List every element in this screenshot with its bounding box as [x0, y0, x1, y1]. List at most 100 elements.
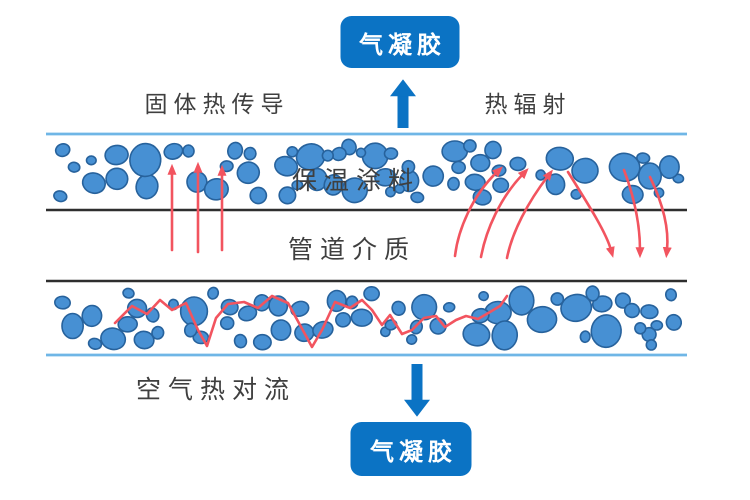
label-air-convection: 空气热对流 — [135, 375, 297, 404]
aerogel-particle — [253, 294, 271, 312]
aerogel-particle — [636, 152, 651, 164]
aerogel-particle — [492, 177, 510, 194]
aerogel-particle — [53, 190, 68, 203]
aerogel-particle — [470, 153, 491, 173]
aerogel-particle — [509, 156, 527, 172]
aerogel-particle — [664, 288, 678, 302]
aerogel-particle — [550, 292, 565, 306]
label-insulation-coating: 保温涂料 — [291, 166, 421, 195]
aerogel-particle — [447, 176, 460, 191]
aerogel-particle — [391, 300, 406, 316]
aerogel-particle — [645, 338, 658, 351]
aerogel-particle — [608, 152, 641, 183]
aerogel-particle — [451, 160, 466, 175]
aerogel-particle — [133, 330, 155, 350]
aerogel-particle — [67, 161, 81, 173]
aerogel-particle — [614, 292, 632, 309]
convection-wavy-line — [113, 294, 509, 349]
aerogel-particle — [207, 286, 220, 300]
aerogel-particle — [233, 333, 248, 349]
aerogel-particle — [484, 140, 502, 160]
aerogel-particle — [219, 316, 235, 331]
aerogel-particle — [478, 290, 489, 302]
radiation-down-arrow — [648, 175, 672, 259]
aerogel-particle — [278, 186, 297, 205]
aerogel-particle — [100, 327, 127, 351]
aerogel-particle — [61, 312, 85, 340]
aerogel-particle — [104, 144, 129, 166]
aerogel-particle — [54, 295, 71, 310]
aerogel-particle — [591, 295, 613, 313]
aerogel-particle — [650, 319, 664, 331]
aerogel-box-bottom: 气凝胶 — [350, 422, 472, 476]
aerogel-particle — [335, 311, 352, 328]
aerogel-particle — [122, 287, 135, 299]
label-solid-conduction: 固体热传导 — [144, 92, 290, 118]
aerogel-particle — [560, 293, 593, 323]
aerogel-particle — [341, 177, 368, 204]
aerogel-particle — [665, 313, 683, 331]
aerogel-particle — [401, 159, 416, 175]
aerogel-particle — [350, 308, 373, 327]
aerogel-particle — [323, 174, 344, 196]
heat-paths — [113, 79, 672, 417]
aerogel-particle — [590, 314, 622, 349]
aerogel-particle — [183, 322, 198, 338]
aerogel-box-bottom-label: 气凝胶 — [370, 437, 457, 466]
aerogel-particle — [286, 145, 299, 158]
aerogel-particle — [220, 298, 239, 316]
aerogel-particle — [545, 146, 575, 171]
aerogel-particle — [384, 186, 397, 198]
aerogel-particle — [406, 334, 418, 345]
aerogel-particle — [249, 186, 268, 205]
aerogel-particle — [326, 289, 347, 313]
radiation-up-arrow — [479, 168, 529, 259]
aerogel-particle — [463, 139, 477, 153]
label-pipe-medium: 管道介质 — [287, 235, 417, 264]
aerogel-particle — [252, 333, 272, 351]
label-thermal-radiation: 热辐射 — [484, 92, 572, 118]
aerogel-particle — [634, 322, 647, 335]
aerogel-particle — [227, 141, 244, 160]
aerogel-particle — [163, 142, 184, 160]
aerogel-particle — [442, 301, 456, 313]
aerogel-particle — [508, 285, 535, 316]
aerogel-particle — [219, 160, 234, 173]
aerogel-particle — [491, 320, 519, 351]
aerogel-box-top-label: 气凝胶 — [359, 30, 446, 59]
aerogel-particle — [274, 155, 299, 177]
aerogel-particle — [129, 142, 162, 178]
aerogel-particle — [243, 146, 257, 161]
aerogel-particle — [394, 183, 405, 194]
radiation-up-arrow — [505, 169, 553, 260]
radiation-up-arrow — [453, 166, 503, 258]
radiation-down-arrow — [622, 168, 645, 259]
aerogel-particle — [291, 179, 304, 191]
aerogel-particle — [363, 285, 380, 302]
aerogel-particle — [81, 304, 103, 328]
aerogel-particle — [383, 147, 399, 160]
aerogel-particle — [182, 144, 195, 158]
aerogel-particle — [422, 165, 445, 187]
aerogel-particle — [85, 155, 97, 166]
aerogel-particle — [117, 315, 138, 333]
aerogel-particle — [54, 143, 71, 158]
aerogel-particle — [374, 167, 397, 187]
aerogel-particle — [640, 304, 659, 320]
aerogel-particle — [658, 155, 680, 180]
aerogel-particle — [236, 161, 261, 185]
aerogel-particle — [526, 305, 558, 334]
aerogel-particle — [579, 330, 591, 344]
aerogel-particle — [321, 149, 334, 162]
radiation-down-arrow — [566, 170, 615, 258]
aerogel-particle — [571, 157, 599, 184]
convection-layer — [46, 279, 687, 357]
aerogel-particle — [355, 147, 367, 158]
aerogel-particle — [623, 302, 641, 319]
aerogel-particle — [585, 285, 600, 302]
aerogel-particle — [462, 322, 491, 347]
aerogel-particle — [535, 169, 547, 181]
aerogel-particle — [270, 319, 292, 341]
